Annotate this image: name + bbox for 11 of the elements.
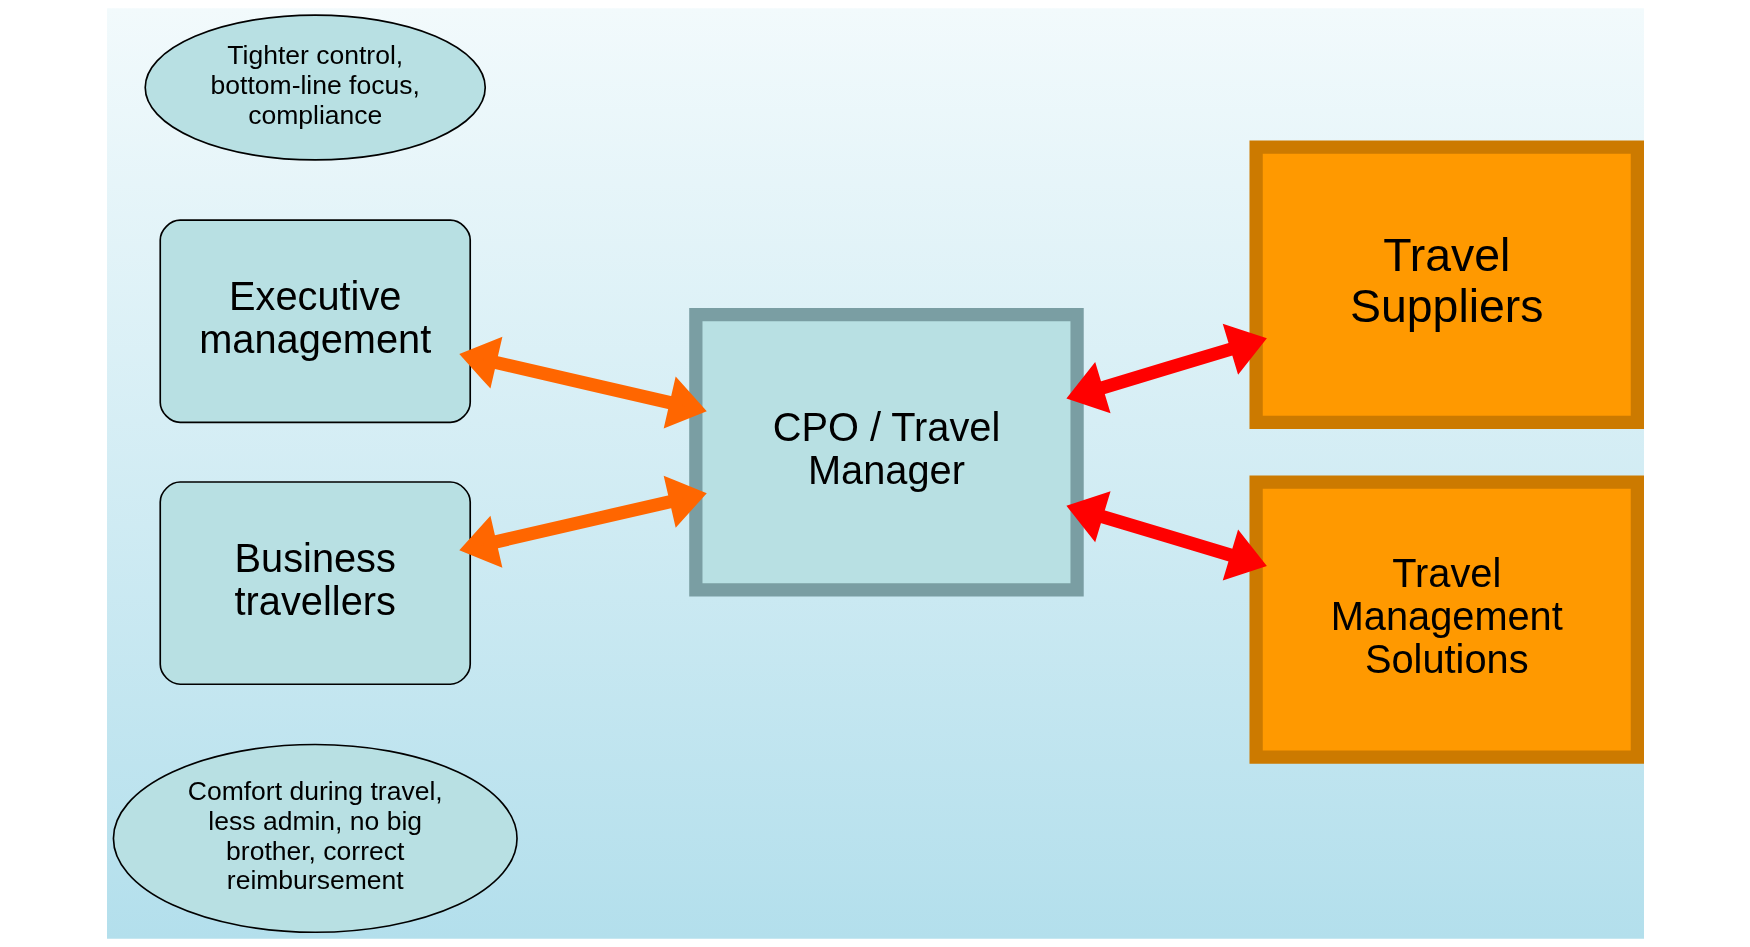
node-box: Travel Management Solutions <box>1249 475 1644 764</box>
arrow <box>458 336 707 429</box>
node-box: Business travellers <box>158 481 471 686</box>
node-ellipse: Tighter control, bottom-line focus, compliance <box>143 14 486 161</box>
node-ellipse: Comfort during travel, less admin, no big brother, correct reimbursement <box>112 743 518 934</box>
arrow <box>1065 491 1267 581</box>
arrow <box>458 475 707 568</box>
node-box: Travel Suppliers <box>1249 140 1644 429</box>
node-box: Executive management <box>158 219 471 424</box>
arrow <box>1065 323 1267 414</box>
node-box: CPO / Travel Manager <box>688 307 1084 597</box>
